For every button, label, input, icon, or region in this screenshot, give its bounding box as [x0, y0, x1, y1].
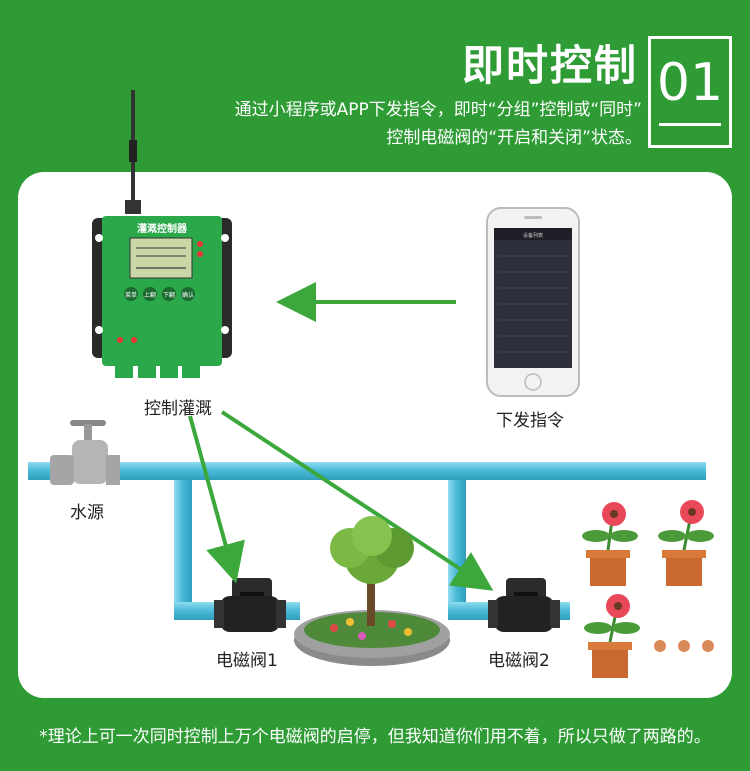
description-line-1: 通过小程序或APP下发指令，即时“分组”控制或“同时”	[234, 100, 642, 120]
ellipsis-dots-icon	[654, 640, 714, 652]
valve-1-label: 电磁阀1	[216, 651, 278, 671]
phone-screen-title: 设备列表	[523, 232, 543, 239]
footer-note: *理论上可一次同时控制上万个电磁阀的启停，但我知道你们用不着，所以只做了两路的。	[39, 727, 711, 747]
flower-pot-1-icon	[582, 502, 638, 586]
smartphone	[486, 207, 580, 397]
page-title: 即时控制	[462, 41, 639, 90]
valve-2-label: 电磁阀2	[488, 651, 550, 671]
controller-button-down: 下翻	[163, 291, 175, 299]
badge-underline	[659, 123, 721, 126]
water-source-label: 水源	[70, 503, 104, 523]
tree-planter-icon	[294, 516, 450, 666]
flower-pot-3-icon	[584, 594, 640, 678]
antenna-icon	[125, 90, 141, 214]
solenoid-valve-1-icon	[214, 578, 286, 632]
section-number: 01	[656, 53, 724, 113]
control-arrow-valve-1	[188, 415, 245, 584]
flower-pot-2-icon	[658, 500, 714, 586]
description-line-2: 控制电磁阀的“开启和关闭”状态。	[386, 128, 642, 148]
faucet-icon	[50, 420, 120, 485]
controller-label: 控制灌溉	[144, 399, 212, 419]
header-description: 通过小程序或APP下发指令，即时“分组”控制或“同时” 控制电磁阀的“开启和关闭…	[235, 96, 642, 152]
controller-button-menu: 菜单	[125, 291, 137, 299]
section-number-badge: 01	[648, 36, 732, 148]
irrigation-controller	[92, 216, 232, 378]
control-arrow-valve-2	[220, 410, 494, 591]
solenoid-valve-2-icon	[488, 578, 560, 632]
controller-name: 灌溉控制器	[137, 222, 188, 235]
controller-button-confirm: 确认	[182, 291, 194, 299]
phone-label: 下发指令	[496, 411, 564, 431]
controller-button-up: 上翻	[144, 291, 156, 299]
